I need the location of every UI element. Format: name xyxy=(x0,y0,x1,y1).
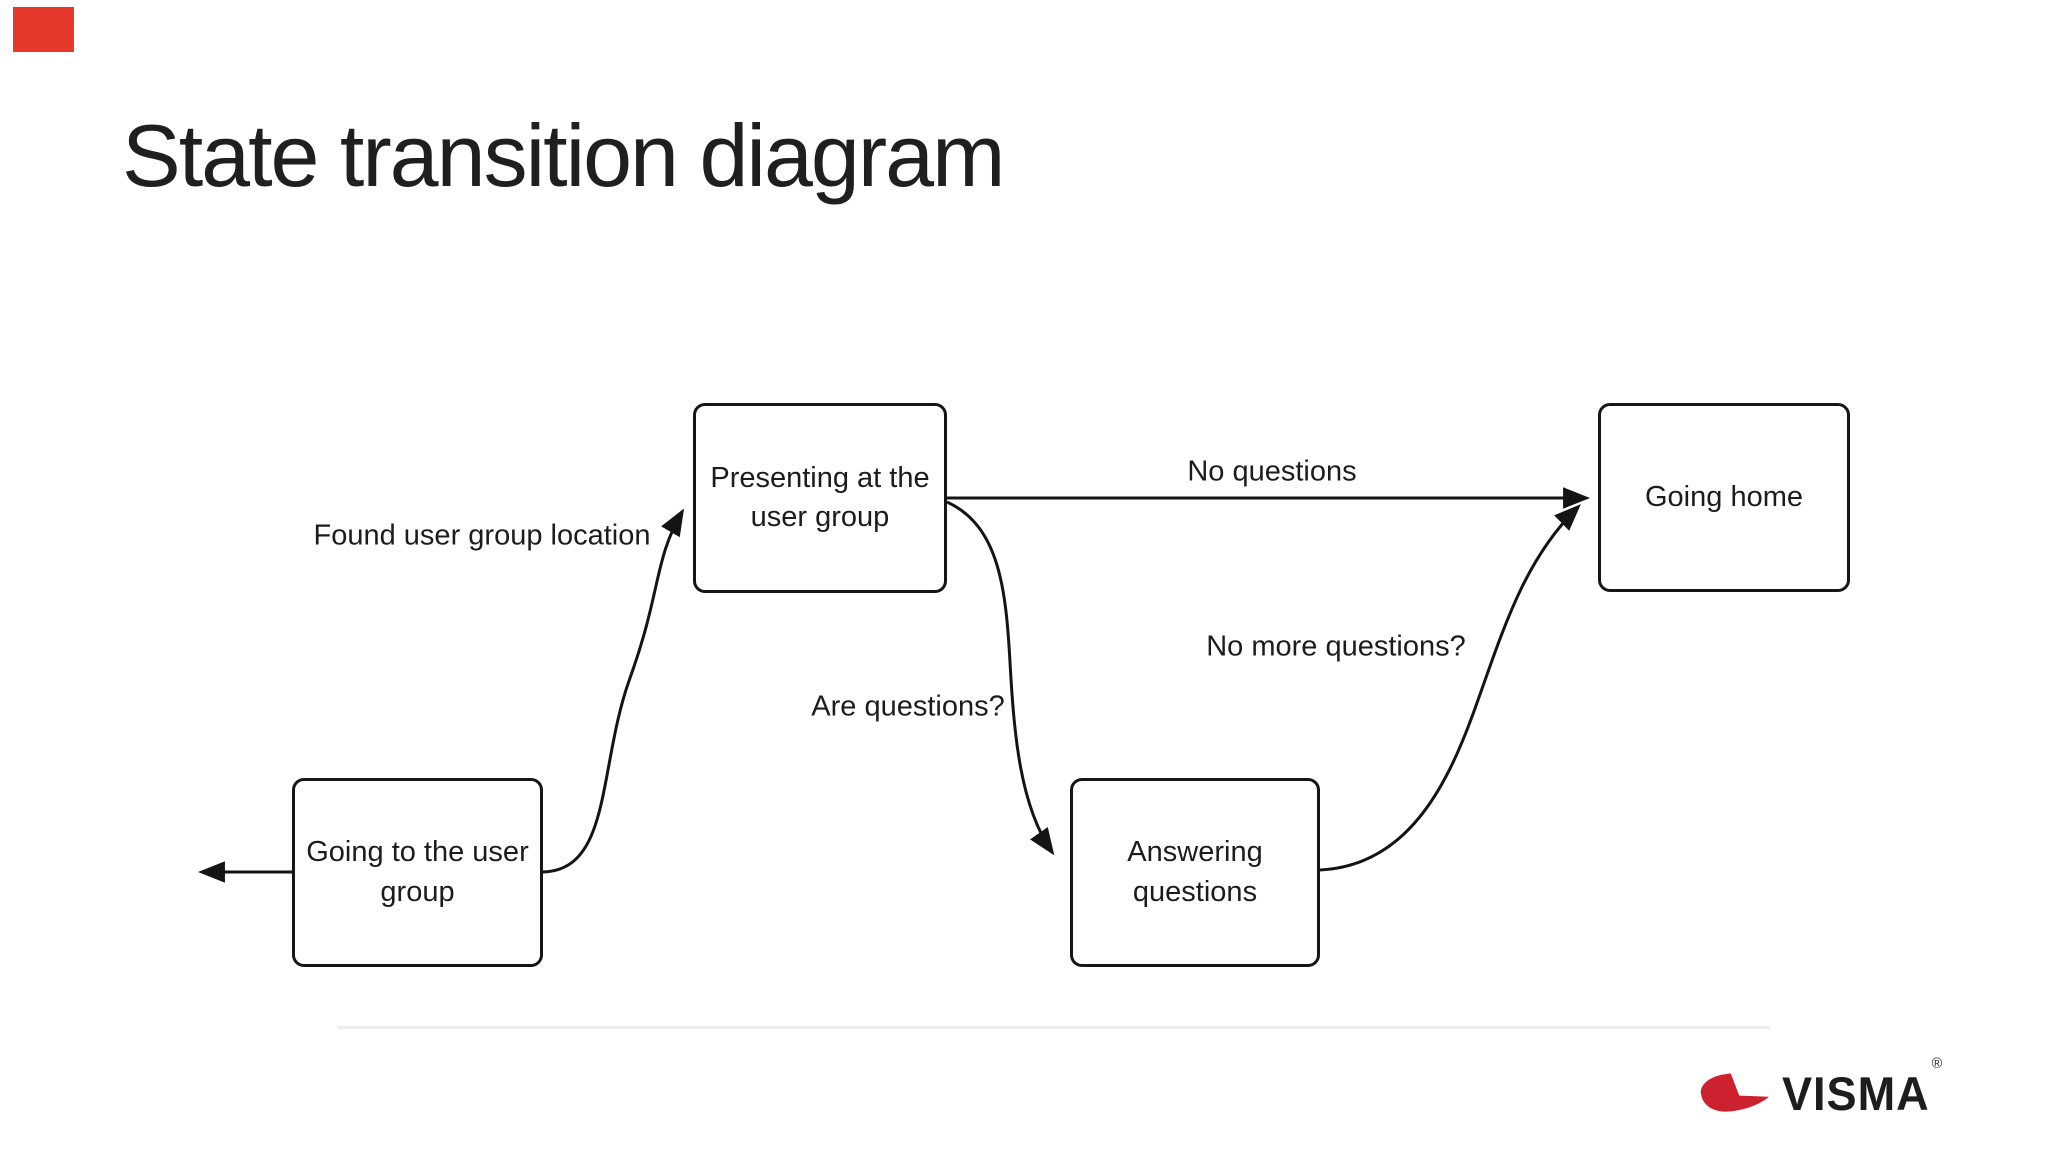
registered-trademark-symbol: ® xyxy=(1931,1054,1944,1072)
state-node-label: Going to the user group xyxy=(306,836,529,908)
edge-label-no-more-questions: No more questions? xyxy=(1202,630,1470,664)
edge-label-no-questions: No questions xyxy=(1183,455,1361,489)
state-node-label: Presenting at the user group xyxy=(710,461,930,533)
corner-accent-bar xyxy=(13,7,74,52)
visma-logo: VISMA® xyxy=(1700,1056,2030,1128)
bottom-divider-line xyxy=(338,1026,1770,1029)
arrow-found-user-group-location xyxy=(542,508,685,874)
state-node-answering: Answering questions xyxy=(1070,778,1320,967)
page-title: State transition diagram xyxy=(122,106,1005,205)
edge-label-are-questions: Are questions? xyxy=(807,690,1009,724)
state-node-label: Going home xyxy=(1645,480,1803,513)
edge-label-found-user-group-location: Found user group location xyxy=(309,519,655,553)
state-node-going-to-user-group: Going to the user group xyxy=(292,778,543,967)
arrow-are-questions xyxy=(946,500,1055,856)
state-node-presenting: Presenting at the user group xyxy=(693,403,947,593)
state-node-going-home: Going home xyxy=(1598,403,1850,592)
arrow-no-more-questions xyxy=(1319,504,1581,872)
visma-wordmark-text: VISMA xyxy=(1782,1066,1930,1120)
visma-wordmark: VISMA® xyxy=(1782,1056,1942,1120)
visma-swoosh-icon xyxy=(1700,1073,1769,1112)
state-node-label: Answering questions xyxy=(1127,836,1263,908)
